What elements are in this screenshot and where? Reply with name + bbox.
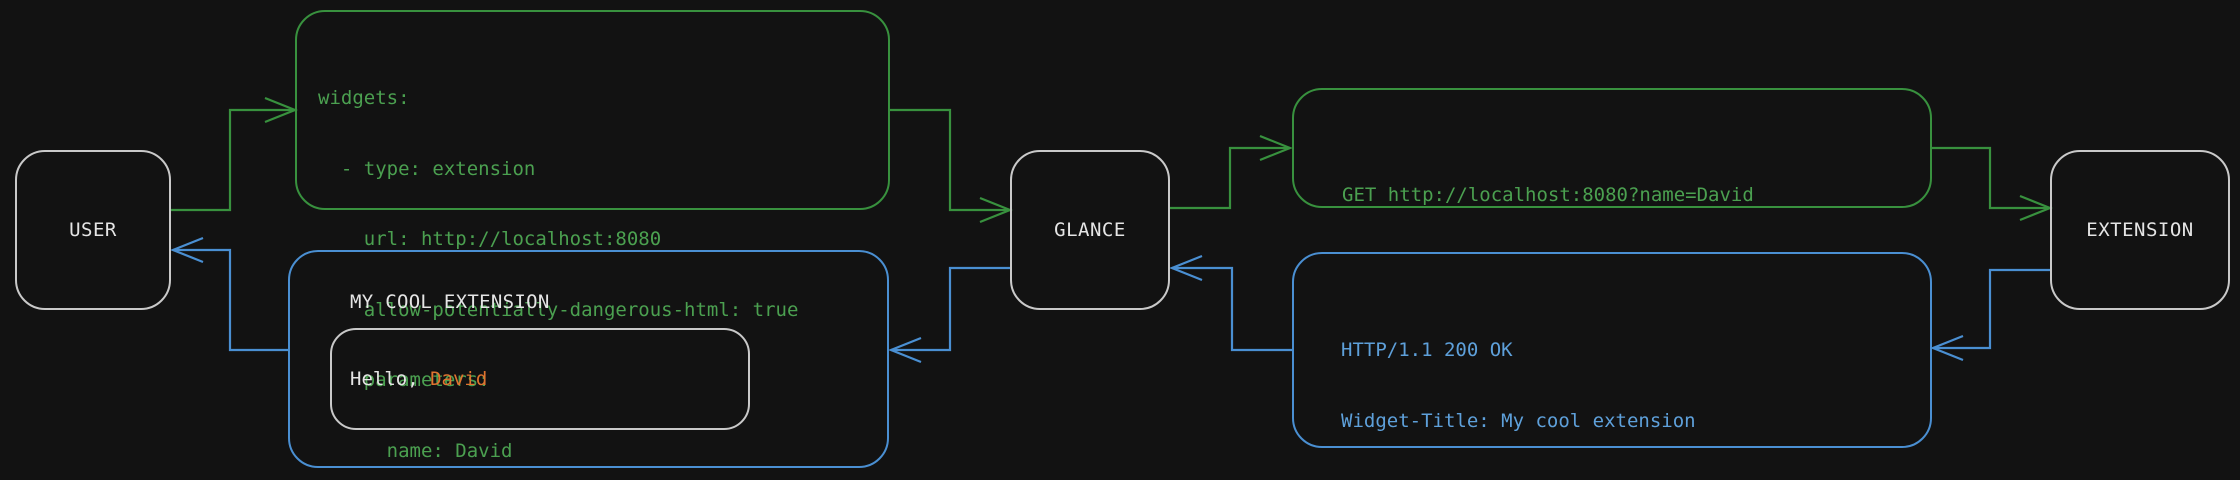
config-yaml-box	[295, 10, 890, 210]
widget-hello-line: Hello, David	[350, 368, 487, 390]
arrow-response-to-glance	[1172, 266, 1292, 352]
arrow-glance-to-widget	[891, 266, 1010, 352]
arrow-config-to-glance	[890, 108, 1010, 212]
arrowhead-extension-to-response	[1930, 334, 1964, 362]
http-response-code: HTTP/1.1 200 OK Widget-Title: My cool ex…	[1341, 292, 1879, 480]
config-line: allow-potentially-dangerous-html: true	[318, 298, 799, 321]
glance-node: GLANCE	[1010, 150, 1170, 310]
arrow-extension-to-response	[1933, 268, 2050, 350]
arrowhead-glance-to-request	[1259, 134, 1293, 162]
config-yaml-code: widgets: - type: extension url: http://l…	[318, 40, 798, 480]
request-line: GET http://localhost:8080?name=David	[1342, 184, 1754, 206]
widget-title: MY COOL EXTENSION	[350, 291, 550, 313]
config-line: widgets:	[318, 87, 410, 109]
hello-name-text: David	[430, 368, 488, 390]
config-line: parameters:	[318, 369, 490, 391]
http-request-box	[1292, 88, 1932, 208]
user-node-label: USER	[69, 219, 117, 241]
user-node: USER	[15, 150, 171, 310]
arrow-widget-to-user	[173, 248, 288, 352]
arrow-request-to-extension	[1932, 146, 2050, 210]
hello-prefix-text: Hello,	[350, 368, 431, 390]
arrow-user-to-config	[171, 108, 295, 212]
extension-node-label: EXTENSION	[2086, 219, 2194, 241]
extension-node: EXTENSION	[2050, 150, 2230, 310]
widget-hello-box	[330, 328, 750, 430]
response-line: HTTP/1.1 200 OK	[1341, 339, 1513, 361]
config-line: url: http://localhost:8080	[318, 228, 662, 250]
glance-node-label: GLANCE	[1054, 219, 1126, 241]
arrowhead-glance-to-widget	[888, 336, 922, 364]
arrow-glance-to-request	[1170, 146, 1290, 210]
http-response-box	[1292, 252, 1932, 448]
arrowhead-response-to-glance	[1169, 254, 1203, 282]
response-line: Widget-Title: My cool extension	[1341, 409, 1696, 432]
arrowhead-widget-to-user	[170, 236, 204, 264]
http-request-code: GET http://localhost:8080?name=David	[1342, 137, 1754, 255]
config-line: name: David	[318, 439, 513, 462]
widget-preview-box	[288, 250, 889, 468]
config-line: - type: extension	[318, 157, 536, 180]
